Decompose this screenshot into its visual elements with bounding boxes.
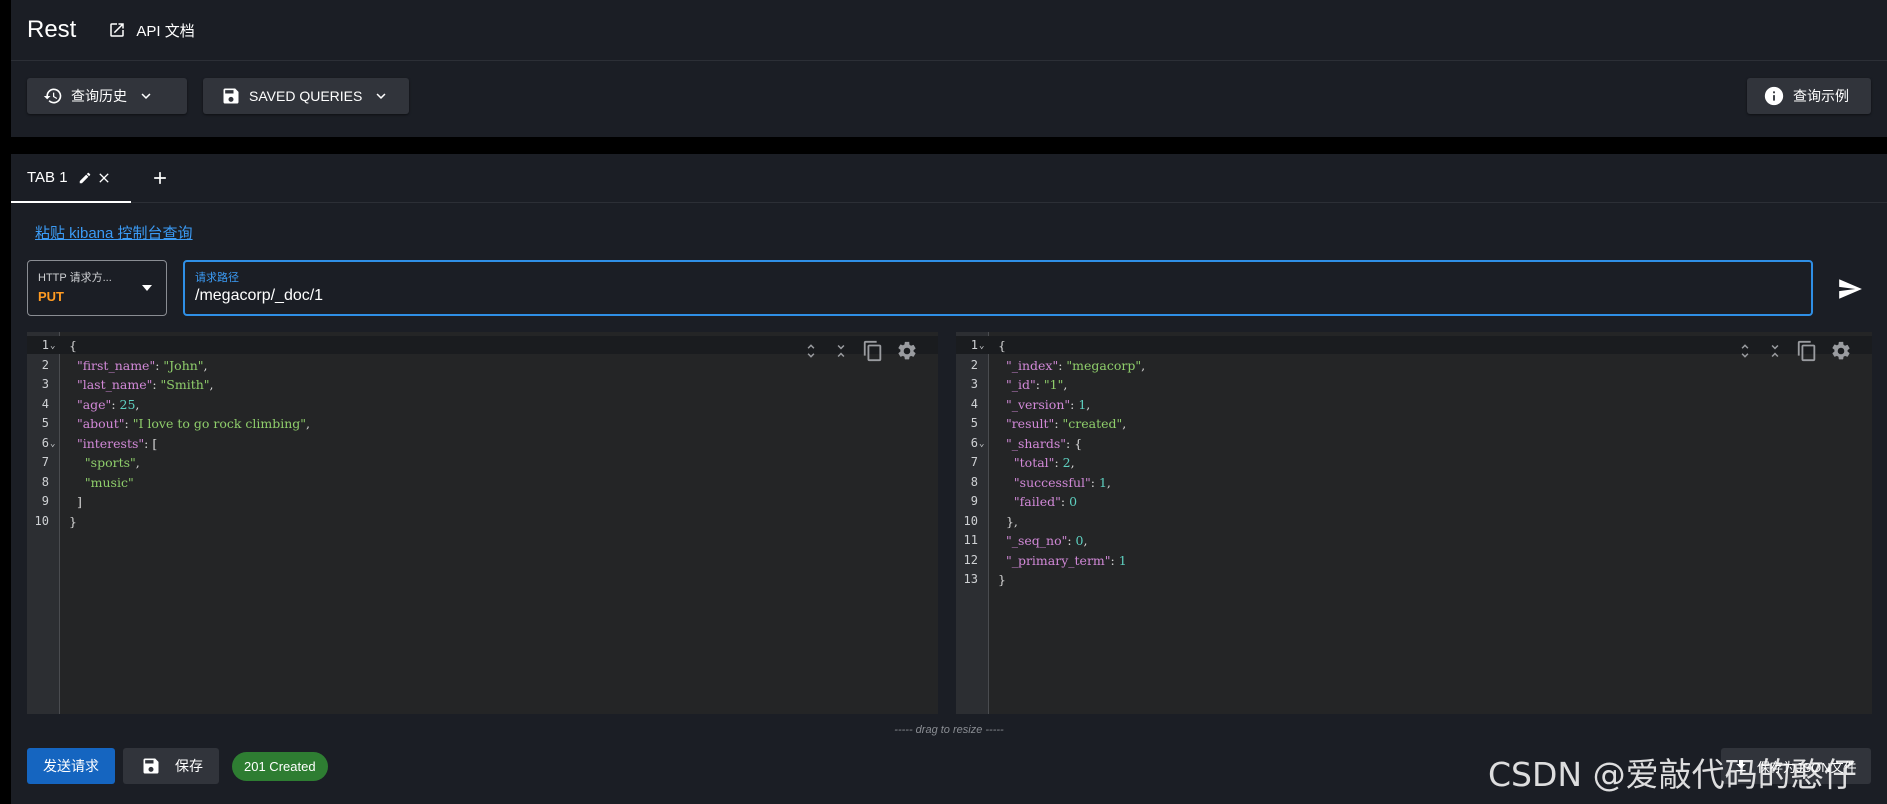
line-number: 8 xyxy=(970,474,978,489)
save-json-label: 保存为JSON文件 xyxy=(1757,759,1857,775)
caret-down-icon xyxy=(142,285,152,291)
editor-toolbar xyxy=(1724,340,1852,362)
line-number: 9 xyxy=(970,494,978,508)
line-number: 11 xyxy=(963,533,978,547)
chevron-down-icon xyxy=(141,93,151,99)
query-examples-label: 查询示例 xyxy=(1793,88,1849,104)
paste-kibana-link[interactable]: 粘贴 kibana 控制台查询 xyxy=(35,225,193,242)
http-method-value: PUT xyxy=(38,289,64,304)
send-request-button[interactable]: 发送请求 xyxy=(27,748,115,784)
unfold-icon[interactable] xyxy=(802,342,820,360)
line-gutter xyxy=(956,332,989,714)
active-line-highlight xyxy=(956,336,1872,354)
floppy-disk-icon xyxy=(143,758,159,774)
save-button[interactable]: 保存 xyxy=(123,748,219,784)
saved-queries-label: SAVED QUERIES xyxy=(249,88,363,104)
line-number: 6 xyxy=(970,435,978,450)
tab-1[interactable]: TAB 1 xyxy=(11,154,131,203)
line-number: 4 xyxy=(41,396,49,411)
drag-resize-handle[interactable]: ----- drag to resize ----- xyxy=(894,724,1004,736)
info-icon xyxy=(1764,86,1784,106)
http-method-select[interactable]: HTTP 请求方... PUT xyxy=(27,260,167,316)
title-row: Rest API 文档 xyxy=(11,0,1887,61)
fold-icon[interactable] xyxy=(832,342,850,360)
pencil-icon[interactable] xyxy=(78,171,92,185)
request-code: 1⌄{ 2 "first_name": "John", 3 "last_name… xyxy=(27,336,938,531)
request-path-value: /megacorp/_doc/1 xyxy=(195,287,324,304)
fold-arrow-icon[interactable]: ⌄ xyxy=(979,341,985,351)
main-panel: TAB 1 粘贴 kibana 控制台查询 HTTP 请求方... PUT 请求… xyxy=(11,154,1887,804)
response-code: 1⌄{ 2 "_index": "megacorp", 3 "_id": "1"… xyxy=(956,336,1872,590)
chevron-down-icon xyxy=(376,93,386,99)
toolbar: 查询历史 SAVED QUERIES 查询示例 xyxy=(27,78,1871,114)
copy-icon[interactable] xyxy=(1796,340,1818,362)
unfold-icon[interactable] xyxy=(1736,342,1754,360)
top-panel: Rest API 文档 查询历史 SAVED QUERIES 查询示例 xyxy=(11,0,1887,137)
request-path-label: 请求路径 xyxy=(195,272,239,284)
query-examples-button[interactable]: 查询示例 xyxy=(1747,78,1871,114)
history-icon xyxy=(43,88,62,104)
line-number: 7 xyxy=(41,455,49,469)
copy-icon[interactable] xyxy=(862,340,884,362)
status-badge: 201 Created xyxy=(232,752,328,781)
api-docs-label: API 文档 xyxy=(136,22,195,40)
line-number: 3 xyxy=(41,377,49,391)
line-number: 10 xyxy=(963,513,978,528)
save-json-button[interactable]: 保存为JSON文件 xyxy=(1721,748,1871,784)
fold-arrow-icon[interactable]: ⌄ xyxy=(50,438,56,449)
send-icon[interactable] xyxy=(1837,276,1863,307)
fold-icon[interactable] xyxy=(1766,342,1784,360)
request-path-input[interactable]: 请求路径 /megacorp/_doc/1 xyxy=(183,260,1813,316)
line-number: 13 xyxy=(963,572,978,586)
line-number: 5 xyxy=(970,416,978,430)
line-number: 1 xyxy=(41,338,49,352)
tab-label: TAB 1 xyxy=(27,169,68,186)
fold-arrow-icon[interactable]: ⌄ xyxy=(979,438,985,449)
app-title: Rest xyxy=(27,16,77,43)
line-number: 12 xyxy=(963,552,978,567)
api-docs-link[interactable]: API 文档 xyxy=(108,20,195,41)
line-number: 8 xyxy=(41,474,49,489)
active-line-highlight xyxy=(27,336,938,354)
floppy-disk-icon xyxy=(223,88,239,104)
close-icon[interactable] xyxy=(96,170,112,186)
line-number: 9 xyxy=(41,494,49,508)
editor-toolbar xyxy=(790,340,918,362)
line-number: 10 xyxy=(34,513,49,528)
http-method-label: HTTP 请求方... xyxy=(38,272,112,284)
line-number: 7 xyxy=(970,455,978,469)
open-in-new-icon xyxy=(110,23,125,37)
plus-icon xyxy=(154,172,166,184)
saved-queries-button[interactable]: SAVED QUERIES xyxy=(203,78,409,114)
tab-bar: TAB 1 xyxy=(11,154,1887,203)
line-number: 1 xyxy=(970,338,978,352)
line-gutter xyxy=(27,332,60,714)
response-editor[interactable]: 1⌄{ 2 "_index": "megacorp", 3 "_id": "1"… xyxy=(956,332,1872,714)
line-number: 4 xyxy=(970,396,978,411)
add-tab-button[interactable] xyxy=(148,166,172,190)
fold-arrow-icon[interactable]: ⌄ xyxy=(50,341,56,351)
gear-icon[interactable] xyxy=(896,340,918,362)
history-label: 查询历史 xyxy=(71,88,127,104)
save-label: 保存 xyxy=(175,758,203,774)
line-number: 5 xyxy=(41,416,49,430)
request-editor[interactable]: 1⌄{ 2 "first_name": "John", 3 "last_name… xyxy=(27,332,938,714)
line-number: 3 xyxy=(970,377,978,391)
line-number: 6 xyxy=(41,435,49,450)
download-icon xyxy=(1736,760,1746,772)
gear-icon[interactable] xyxy=(1830,340,1852,362)
watermark: CSDN @爱敲代码的憨仔 xyxy=(1488,755,1857,794)
line-number: 2 xyxy=(41,357,49,372)
history-button[interactable]: 查询历史 xyxy=(27,78,187,114)
line-number: 2 xyxy=(970,357,978,372)
